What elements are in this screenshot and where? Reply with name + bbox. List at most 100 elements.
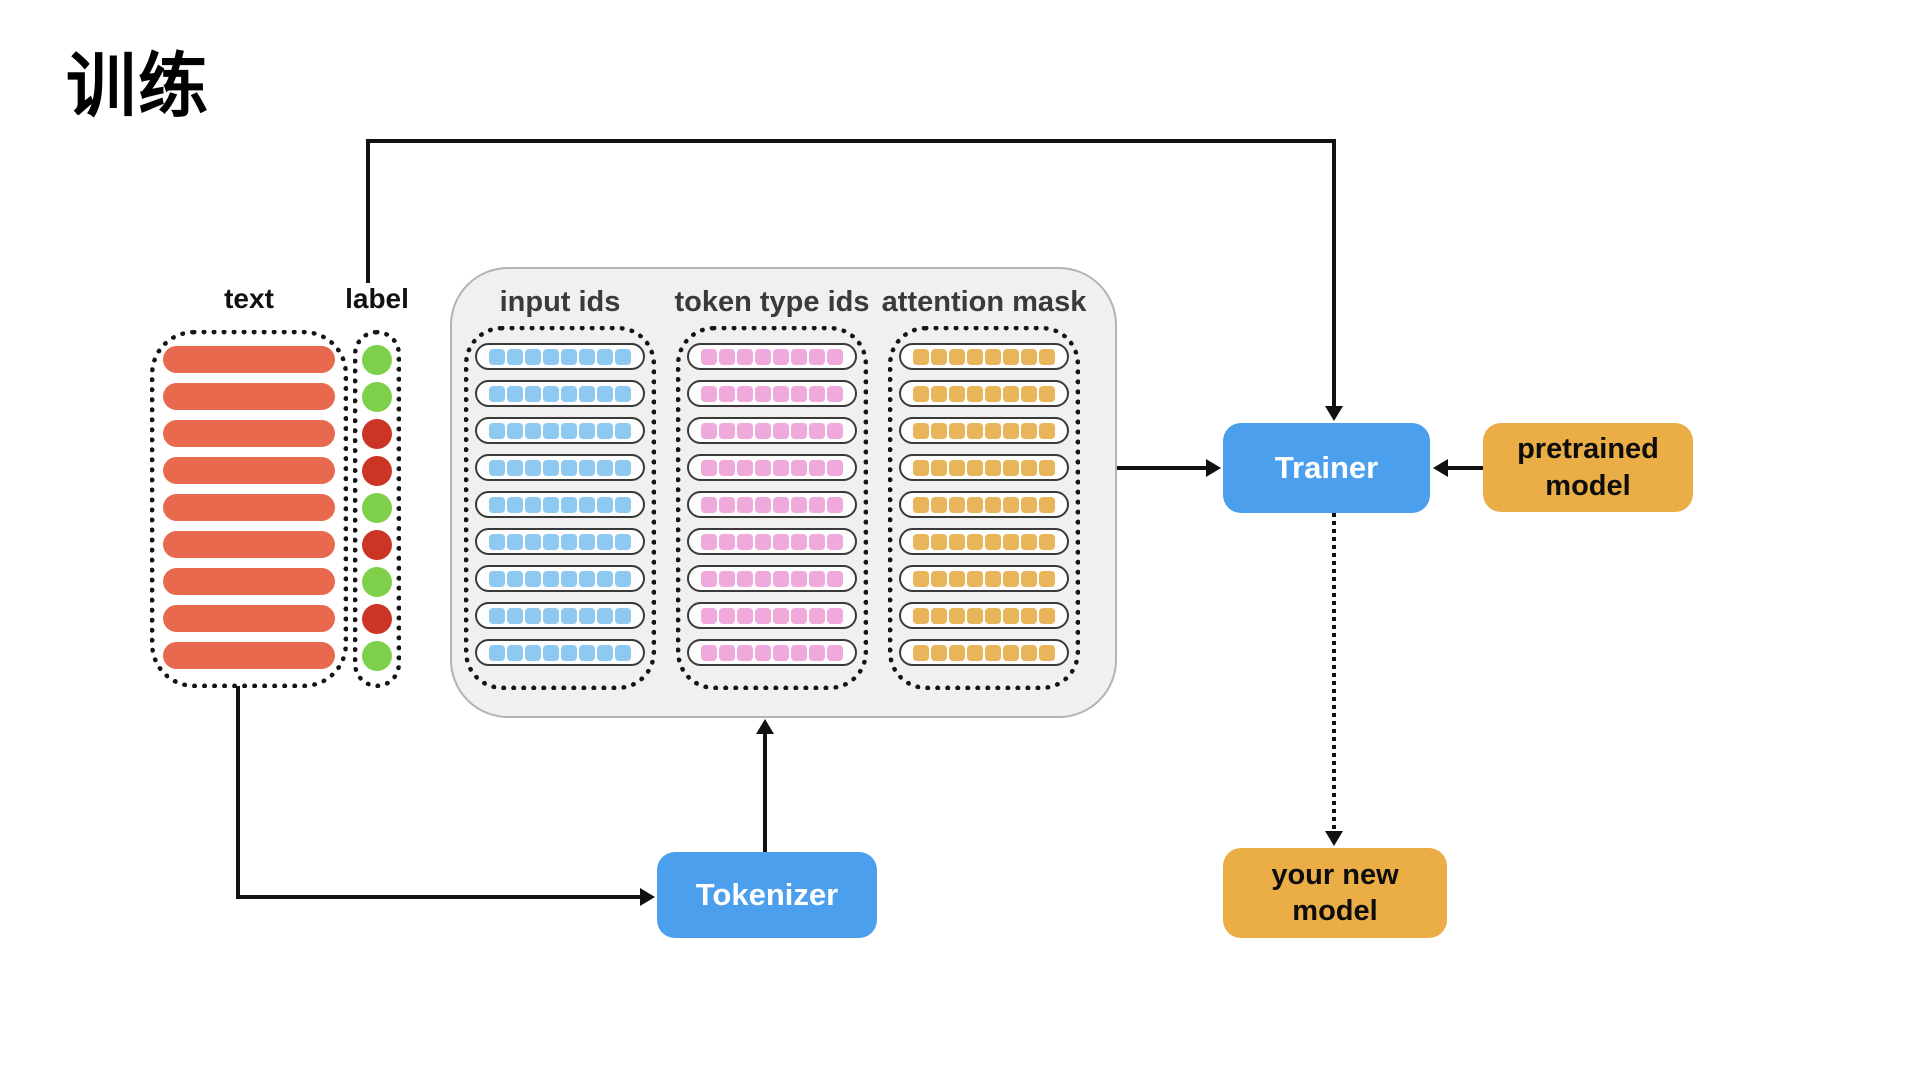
token-cell bbox=[615, 496, 631, 513]
token-cell bbox=[543, 496, 559, 513]
attention-mask-column bbox=[888, 326, 1080, 690]
token-cell bbox=[809, 422, 825, 439]
text-row bbox=[163, 605, 335, 632]
token-cell bbox=[597, 459, 613, 476]
token-cell bbox=[827, 607, 843, 624]
token-cell bbox=[701, 496, 717, 513]
token-cell bbox=[827, 533, 843, 550]
token-cell bbox=[985, 533, 1001, 550]
token-cell bbox=[525, 459, 541, 476]
token-cell bbox=[827, 422, 843, 439]
token-cell bbox=[579, 385, 595, 402]
token-cell bbox=[1003, 385, 1019, 402]
token-row bbox=[475, 639, 645, 666]
arrowhead-into-newmodel-top bbox=[1325, 831, 1343, 846]
token-cell bbox=[1021, 496, 1037, 513]
token-cell bbox=[597, 348, 613, 365]
token-cell bbox=[543, 348, 559, 365]
token-cell bbox=[543, 644, 559, 661]
trainer-node: Trainer bbox=[1223, 423, 1430, 513]
your-new-model-node: your new model bbox=[1223, 848, 1447, 938]
text-row bbox=[163, 568, 335, 595]
token-cell bbox=[737, 459, 753, 476]
text-row bbox=[163, 457, 335, 484]
token-cell bbox=[949, 385, 965, 402]
token-cell bbox=[561, 496, 577, 513]
token-cell bbox=[1003, 570, 1019, 587]
tokenizer-node: Tokenizer bbox=[657, 852, 877, 938]
text-row bbox=[163, 642, 335, 669]
token-cell bbox=[615, 348, 631, 365]
token-cell bbox=[489, 607, 505, 624]
token-cell bbox=[755, 348, 771, 365]
pretrained-model-node: pretrained model bbox=[1483, 423, 1693, 512]
token-cell bbox=[701, 607, 717, 624]
arrowhead-into-trainer-top bbox=[1325, 406, 1343, 421]
token-cell bbox=[1039, 348, 1055, 365]
token-cell bbox=[579, 422, 595, 439]
token-row bbox=[475, 454, 645, 481]
token-cell bbox=[773, 607, 789, 624]
token-cell bbox=[931, 496, 947, 513]
token-row bbox=[899, 528, 1069, 555]
token-cell bbox=[1003, 422, 1019, 439]
token-cell bbox=[773, 422, 789, 439]
text-row bbox=[163, 494, 335, 521]
token-cell bbox=[1021, 422, 1037, 439]
token-cell bbox=[967, 385, 983, 402]
token-cell bbox=[773, 385, 789, 402]
label-dot-green bbox=[362, 345, 392, 375]
token-cell bbox=[701, 422, 717, 439]
token-cell bbox=[525, 607, 541, 624]
arrowhead-into-trainer-left bbox=[1206, 459, 1221, 477]
pretrained-to-trainer-line bbox=[1448, 466, 1483, 470]
token-cell bbox=[967, 644, 983, 661]
token-cell bbox=[985, 422, 1001, 439]
token-cell bbox=[827, 570, 843, 587]
token-cell bbox=[913, 570, 929, 587]
token-cell bbox=[791, 644, 807, 661]
token-row bbox=[899, 454, 1069, 481]
token-cell bbox=[579, 607, 595, 624]
token-cell bbox=[719, 422, 735, 439]
token-cell bbox=[967, 422, 983, 439]
token-cell bbox=[737, 607, 753, 624]
token-cell bbox=[791, 385, 807, 402]
label-dot-green bbox=[362, 382, 392, 412]
token-row bbox=[687, 454, 857, 481]
arrowhead-into-trainer-right bbox=[1433, 459, 1448, 477]
token-cell bbox=[543, 607, 559, 624]
token-cell bbox=[1003, 496, 1019, 513]
token-row bbox=[899, 639, 1069, 666]
token-cell bbox=[985, 607, 1001, 624]
token-cell bbox=[701, 459, 717, 476]
token-cell bbox=[615, 422, 631, 439]
token-row bbox=[475, 417, 645, 444]
token-cell bbox=[967, 496, 983, 513]
token-cell bbox=[561, 570, 577, 587]
label-to-trainer-line-down bbox=[1332, 139, 1336, 406]
token-cell bbox=[597, 570, 613, 587]
token-cell bbox=[701, 570, 717, 587]
token-cell bbox=[949, 422, 965, 439]
token-cell bbox=[579, 533, 595, 550]
token-cell bbox=[1003, 607, 1019, 624]
token-row bbox=[475, 565, 645, 592]
token-row bbox=[899, 417, 1069, 444]
token-cell bbox=[755, 533, 771, 550]
token-type-ids-header: token type ids bbox=[674, 286, 870, 318]
token-cell bbox=[755, 385, 771, 402]
token-row bbox=[899, 491, 1069, 518]
token-cell bbox=[931, 422, 947, 439]
token-cell bbox=[1021, 348, 1037, 365]
token-cell bbox=[773, 459, 789, 476]
token-cell bbox=[949, 570, 965, 587]
token-cell bbox=[913, 348, 929, 365]
token-cell bbox=[949, 496, 965, 513]
text-to-tokenizer-line-down bbox=[236, 686, 240, 899]
token-cell bbox=[985, 496, 1001, 513]
label-dot-red bbox=[362, 530, 392, 560]
token-cell bbox=[525, 348, 541, 365]
token-cell bbox=[579, 459, 595, 476]
token-cell bbox=[489, 570, 505, 587]
